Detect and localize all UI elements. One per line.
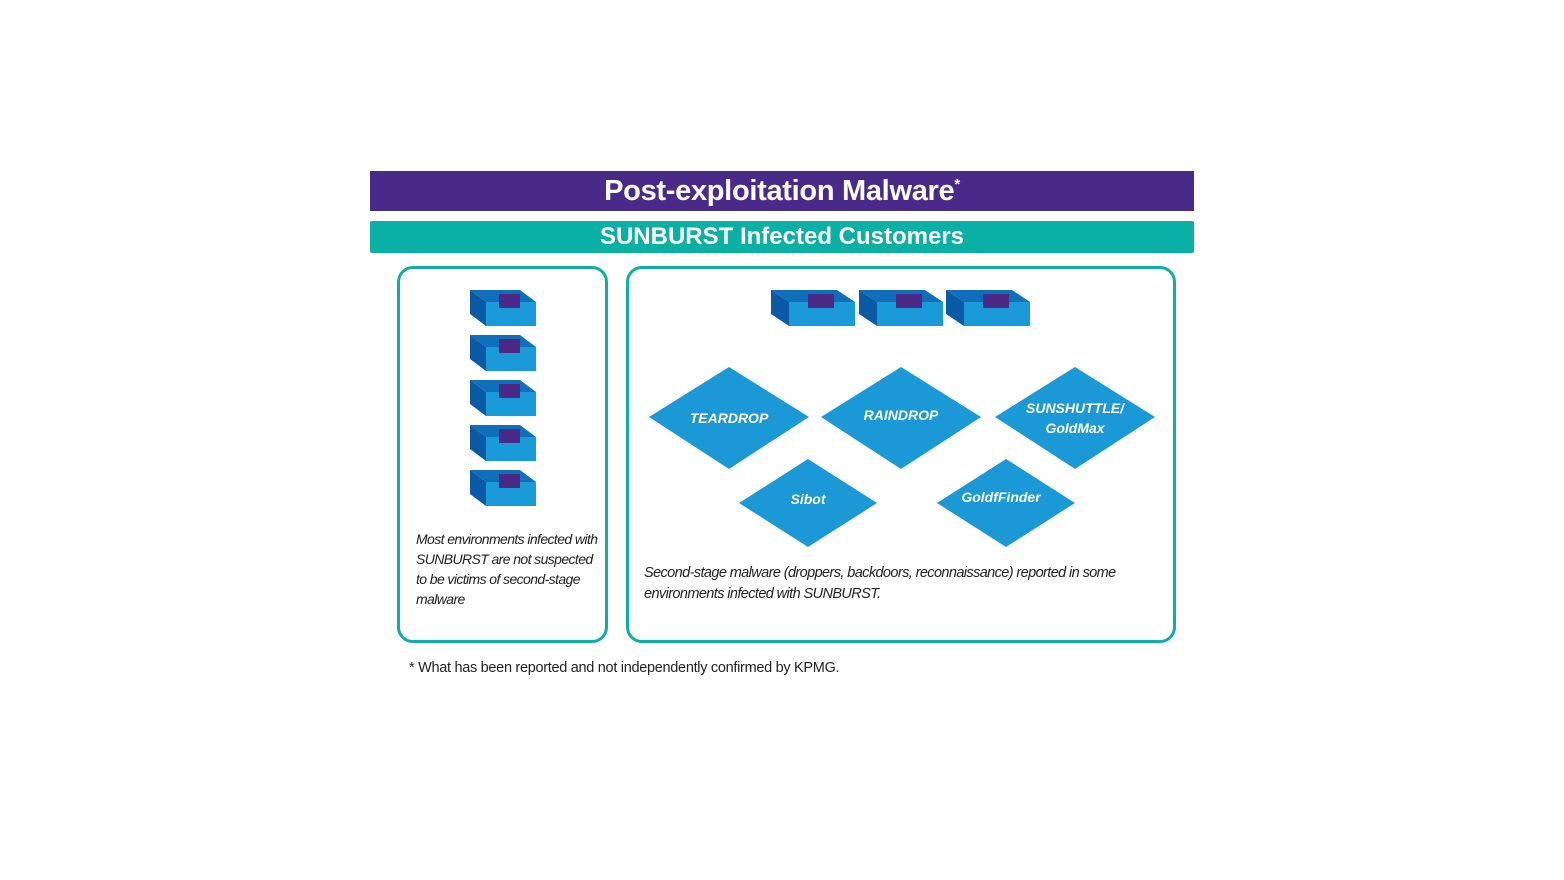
second-stage-panel: TEARDROP RAINDROP SUNSHUTTLE/ GoldMax Si… — [626, 266, 1176, 643]
malware-label: TEARDROP — [690, 410, 769, 426]
malware-sunshuttle-goldmax: SUNSHUTTLE/ GoldMax — [995, 367, 1155, 469]
second-stage-note: Second-stage malware (droppers, backdoor… — [644, 565, 1116, 602]
uninfected-panel: Most environments infected with SUNBURST… — [397, 266, 608, 643]
malware-label: SUNSHUTTLE/ — [1026, 400, 1126, 416]
server-icon — [470, 290, 536, 326]
server-icon — [470, 425, 536, 461]
uninfected-note: Most environments infected with SUNBURST… — [416, 531, 598, 607]
malware-teardrop: TEARDROP — [649, 367, 809, 469]
malware-label: RAINDROP — [864, 407, 939, 423]
malware-goldfinder: GoldfFinder — [937, 459, 1075, 547]
subtitle-bar: SUNBURST Infected Customers — [370, 221, 1194, 253]
server-icon — [859, 290, 943, 326]
title-bar: Post-exploitation Malware* — [370, 171, 1194, 211]
server-icon — [946, 290, 1030, 326]
server-icon — [470, 335, 536, 371]
malware-sibot: Sibot — [739, 459, 877, 547]
page-title: Post-exploitation Malware — [604, 175, 955, 207]
title-footnote-marker: * — [954, 176, 960, 193]
server-icon — [771, 290, 855, 326]
malware-raindrop: RAINDROP — [821, 367, 981, 469]
server-icon — [470, 380, 536, 416]
page-subtitle: SUNBURST Infected Customers — [599, 223, 965, 250]
malware-label: Sibot — [791, 491, 827, 507]
server-icon — [470, 470, 536, 506]
malware-label: GoldfFinder — [961, 489, 1042, 505]
footnote: * What has been reported and not indepen… — [409, 660, 840, 676]
malware-label-line2: GoldMax — [1045, 420, 1105, 436]
